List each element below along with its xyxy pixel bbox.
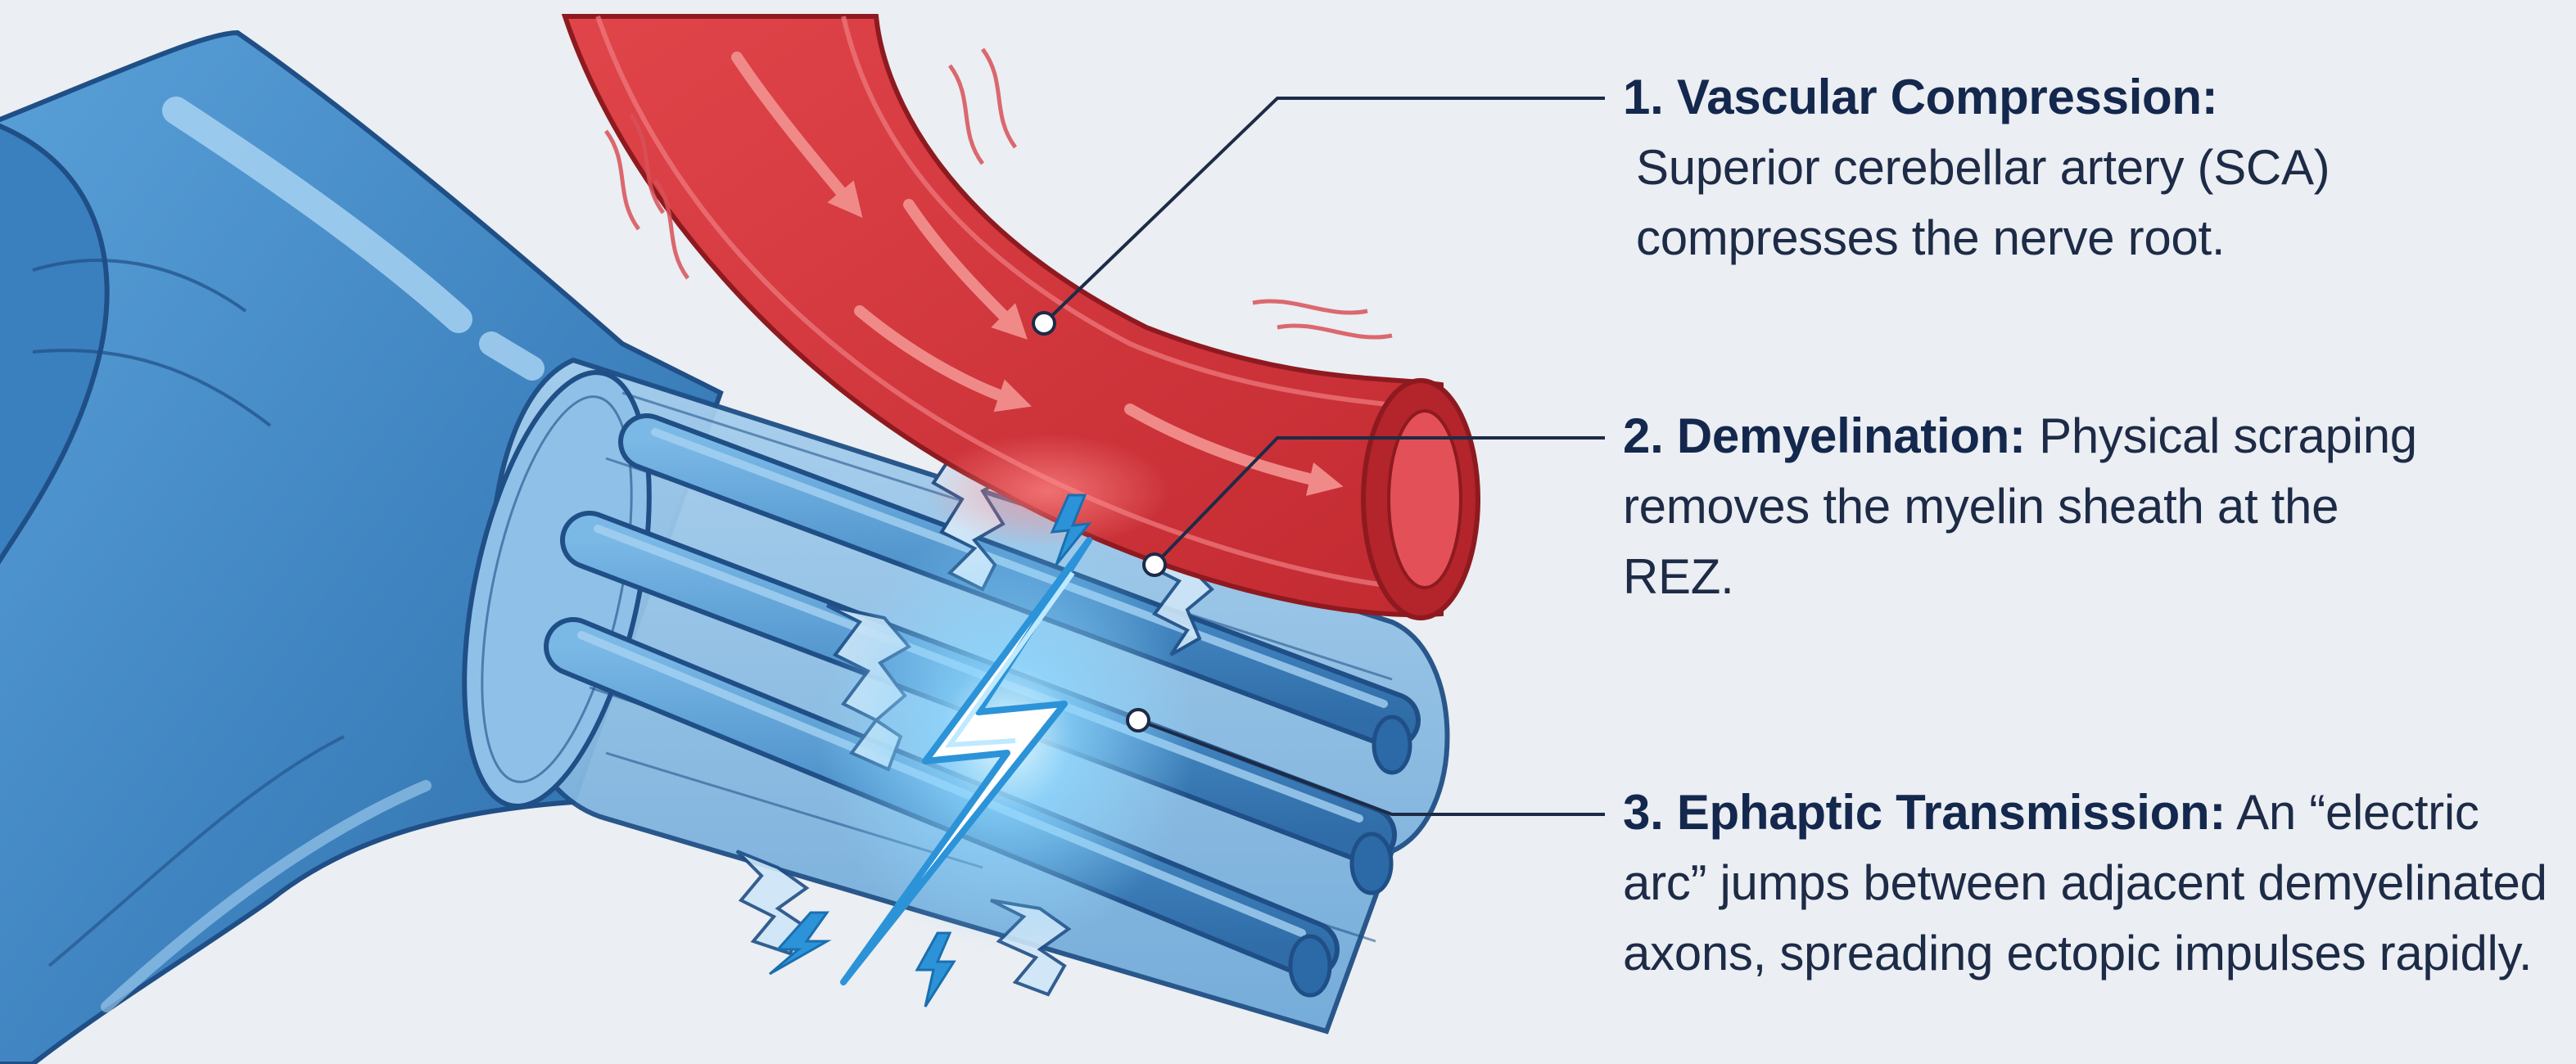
callout-number: 2.	[1623, 408, 1663, 463]
callout-text: Superior cerebellar artery (SCA) compres…	[1623, 133, 2556, 273]
leader-line-1	[1044, 98, 1605, 323]
callout-demyelination: 2. Demyelination: Physical scraping remo…	[1623, 401, 2442, 612]
callout-ephaptic-transmission: 3. Ephaptic Transmission: An “electric a…	[1623, 778, 2565, 989]
callout-number: 1.	[1623, 70, 1663, 124]
callout-vascular-compression: 1. Vascular Compression: Superior cerebe…	[1623, 62, 2556, 273]
leader-dot-1	[1033, 313, 1055, 334]
callout-heading: Demyelination:	[1677, 408, 2026, 463]
leader-dot-3	[1128, 710, 1149, 731]
leader-dot-2	[1144, 554, 1165, 575]
callout-heading: Ephaptic Transmission:	[1677, 785, 2226, 840]
callout-number: 3.	[1623, 785, 1663, 840]
callout-heading: Vascular Compression:	[1677, 70, 2218, 124]
